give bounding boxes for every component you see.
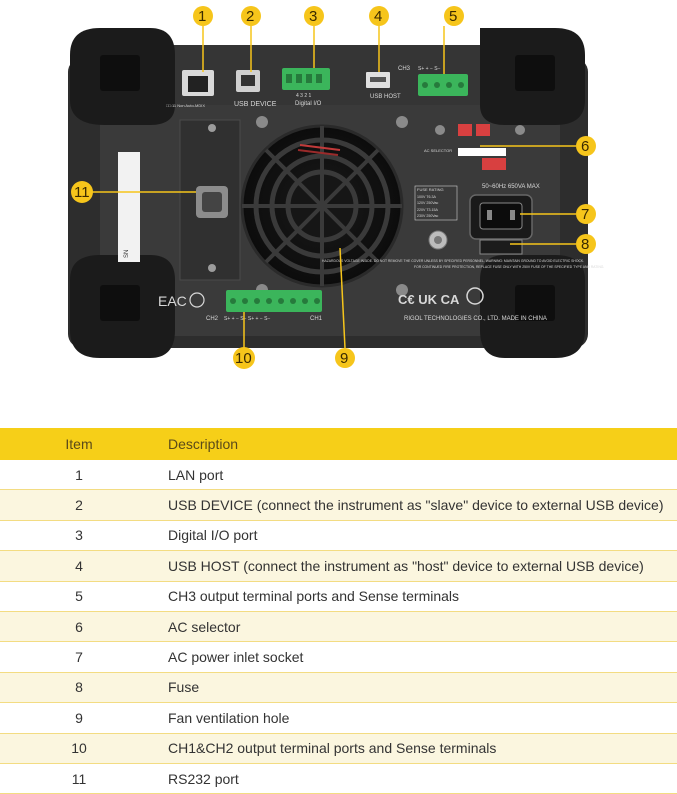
digital-io-pins: 4 3 2 1 (296, 93, 312, 99)
svg-text:8: 8 (581, 236, 589, 253)
usb-host-label: USB HOST (370, 94, 401, 100)
svg-text:3: 3 (309, 8, 317, 25)
fan-grille (240, 124, 404, 288)
ch2-label: CH2 (206, 316, 219, 322)
callout-9: 9 (335, 348, 355, 368)
warning-left: HAZARDOUS VOLTAGE INSIDE. DO NOT REMOVE … (322, 259, 584, 263)
lan-port (182, 70, 214, 96)
svg-text:9: 9 (340, 350, 348, 367)
description-cell: Fuse (158, 672, 677, 704)
fuse-row-3: 220V T3.15A (417, 208, 439, 212)
description-cell: RS232 port (158, 763, 677, 794)
svg-text:4: 4 (374, 8, 382, 25)
header-description: Description (158, 428, 677, 460)
description-cell: Fan ventilation hole (158, 702, 677, 734)
rs232-port (196, 186, 228, 218)
item-cell: 11 (0, 763, 158, 794)
ch12-terminal-labels: S+ + − S− S+ + − S− (224, 316, 271, 322)
callout-5: 5 (444, 6, 464, 26)
ch3-terminal-labels: S+ + − S− (418, 66, 441, 72)
description-cell: Digital I/O port (158, 520, 677, 552)
callout-6: 6 (576, 136, 596, 156)
eac-mark: EAC (158, 293, 187, 309)
item-cell: 4 (0, 550, 158, 582)
ac-selector-label: AC SELECTOR (424, 148, 452, 153)
ch3-terminal-block (418, 74, 468, 96)
svg-text:6: 6 (581, 138, 589, 155)
ch1-label: CH1 (310, 316, 323, 322)
item-cell: 6 (0, 611, 158, 643)
description-cell: AC power inlet socket (158, 641, 677, 673)
svg-text:1: 1 (198, 8, 206, 25)
header-item: Item (0, 428, 158, 460)
fuse-row-1: 100V T6.3A (417, 195, 437, 199)
description-cell: CH1&CH2 output terminal ports and Sense … (158, 733, 677, 764)
description-cell: USB DEVICE (connect the instrument as "s… (158, 489, 677, 521)
table-header-row: Item Description (0, 428, 677, 460)
fuse-rating-title: FUSE RATING (417, 187, 444, 192)
callout-7: 7 (576, 204, 596, 224)
svg-text:2: 2 (246, 8, 254, 25)
item-cell: 3 (0, 520, 158, 552)
fuse-holder (479, 239, 523, 255)
item-cell: 8 (0, 672, 158, 704)
fuse-row-2: 120V 250Vac (417, 201, 439, 205)
warning-right: FOR CONTINUED FIRE PROTECTION, REPLACE F… (414, 265, 604, 269)
description-cell: AC selector (158, 611, 677, 643)
description-cell: USB HOST (connect the instrument as "hos… (158, 550, 677, 582)
callout-leaders (90, 26, 576, 349)
callout-10: 10 (233, 347, 255, 369)
sn-label: SN (124, 250, 130, 258)
item-cell: 10 (0, 733, 158, 764)
lan-port-label: □□:11 Non Auto-MDIX (166, 103, 205, 108)
item-cell: 5 (0, 581, 158, 612)
svg-text:5: 5 (449, 8, 457, 25)
callout-8: 8 (576, 234, 596, 254)
item-cell: 7 (0, 641, 158, 673)
callout-11: 11 (71, 181, 93, 203)
item-cell: 2 (0, 489, 158, 521)
svg-text:7: 7 (581, 206, 589, 223)
ac-selector-switches (458, 124, 506, 170)
usb-device-label: USB DEVICE (234, 101, 277, 108)
callouts: 1 2 3 4 5 6 7 8 9 10 11 (71, 6, 596, 369)
power-rating: 50~60Hz 650VA MAX (482, 184, 540, 190)
callout-2: 2 (241, 6, 261, 26)
svg-text:10: 10 (235, 350, 252, 367)
description-cell: LAN port (158, 460, 677, 491)
callout-1: 1 (193, 6, 213, 26)
fuse-row-4: 230V 250Vac (417, 214, 439, 218)
serial-sticker (118, 152, 140, 262)
power-inlet-socket (469, 194, 533, 240)
digital-io-label: Digital I/O (295, 101, 322, 107)
callout-3: 3 (304, 6, 324, 26)
ch12-terminal-block (226, 290, 322, 312)
svg-text:11: 11 (74, 184, 90, 201)
ch3-label: CH3 (398, 66, 411, 72)
callout-4: 4 (369, 6, 389, 26)
description-cell: CH3 output terminal ports and Sense term… (158, 581, 677, 612)
item-cell: 9 (0, 702, 158, 734)
item-cell: 1 (0, 460, 158, 491)
bumper-slots (100, 55, 555, 321)
manufacturer-line: RIGOL TECHNOLOGIES CO., LTD. MADE IN CHI… (404, 316, 547, 322)
rear-panel-figure: □□:11 Non Auto-MDIX USB DEVICE 4 3 2 1 D… (68, 6, 604, 369)
ce-marks: C€ UK CA (398, 292, 460, 307)
